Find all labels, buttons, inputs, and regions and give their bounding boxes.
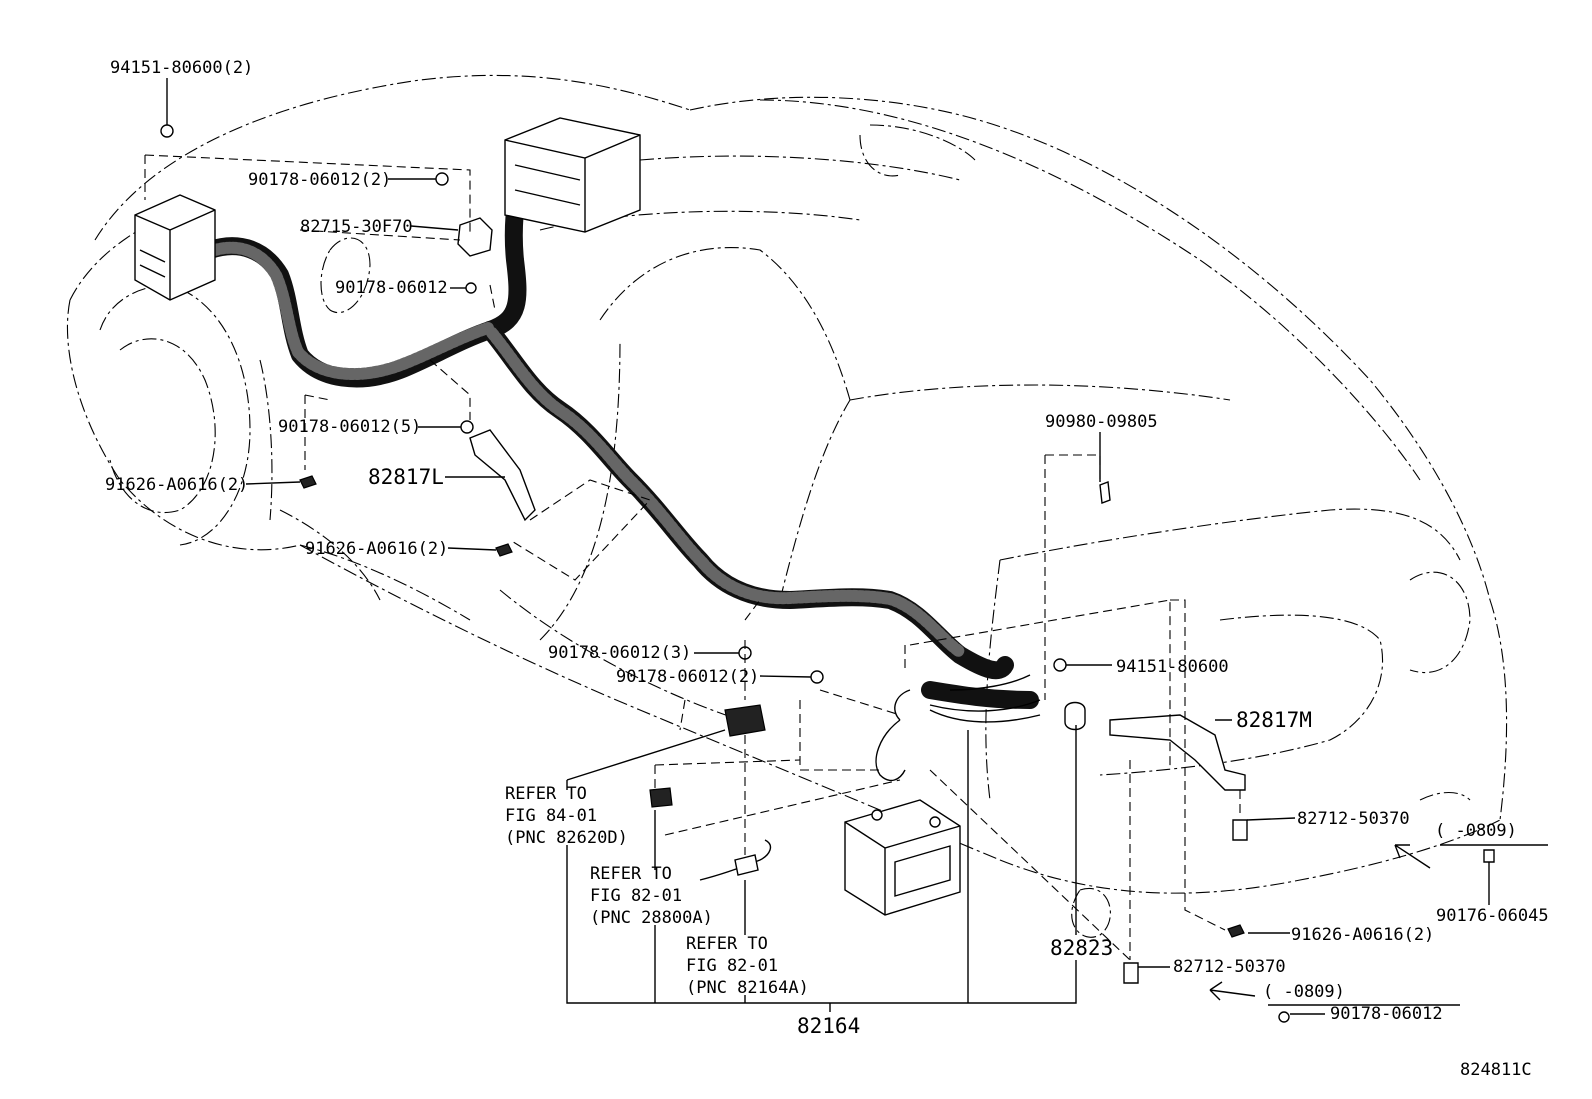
label-0809-b: ( -0809) (1263, 982, 1345, 1002)
label-0809-a: ( -0809) (1435, 821, 1517, 841)
refer-note-82164a-line3: (PNC 82164A) (686, 978, 809, 998)
label-82817l: 82817L (368, 465, 444, 489)
refer-note-82620d-line3: (PNC 82620D) (505, 828, 628, 848)
refer-note-28800a-line3: (PNC 28800A) (590, 908, 713, 928)
parts (134, 117, 1495, 1023)
label-82164: 82164 (797, 1014, 860, 1038)
figure-code: 824811C (1460, 1060, 1532, 1080)
label-94151-80600: 94151-80600 (1116, 657, 1229, 677)
label-82823: 82823 (1050, 936, 1113, 960)
label-82817m: 82817M (1236, 708, 1312, 732)
refer-note-28800a-line1: REFER TO (590, 864, 672, 884)
refer-note-28800a-line2: FIG 82-01 (590, 886, 682, 906)
refer-note-82620d-line2: FIG 84-01 (505, 806, 597, 826)
label-90178-06012-2-low: 90178-06012(2) (616, 667, 759, 687)
label-90980-09805: 90980-09805 (1045, 412, 1158, 432)
refer-note-82164a-line1: REFER TO (686, 934, 768, 954)
label-90178-06012-2-top: 90178-06012(2) (248, 170, 391, 190)
leader-lines (166, 78, 1548, 1015)
label-82715-30f70: 82715-30F70 (300, 217, 413, 237)
label-90178-06012-5: 90178-06012(5) (278, 417, 421, 437)
refer-note-82620d-line1: REFER TO (505, 784, 587, 804)
label-90178-06012-bottom: 90178-06012 (1330, 1004, 1443, 1024)
label-91626-a0616-2-c: 91626-A0616(2) (1291, 925, 1434, 945)
car-body-outline (66, 74, 1508, 938)
label-91626-a0616-2-a: 91626-A0616(2) (105, 475, 248, 495)
refer-note-82164a-line2: FIG 82-01 (686, 956, 778, 976)
main-harness (201, 171, 1041, 782)
label-94151-80600-2: 94151-80600(2) (110, 58, 253, 78)
label-90178-06012-3: 90178-06012(3) (548, 643, 691, 663)
label-82712-50370-b: 82712-50370 (1173, 957, 1286, 977)
part-labels: 94151-80600(2) 90178-06012(2) 82715-30F7… (105, 58, 1549, 1080)
label-91626-a0616-2-b: 91626-A0616(2) (305, 539, 448, 559)
label-90176-06045: 90176-06045 (1436, 906, 1549, 926)
label-82712-50370-a: 82712-50370 (1297, 809, 1410, 829)
label-90178-06012-mid: 90178-06012 (335, 278, 448, 298)
reference-lines (144, 154, 1241, 961)
